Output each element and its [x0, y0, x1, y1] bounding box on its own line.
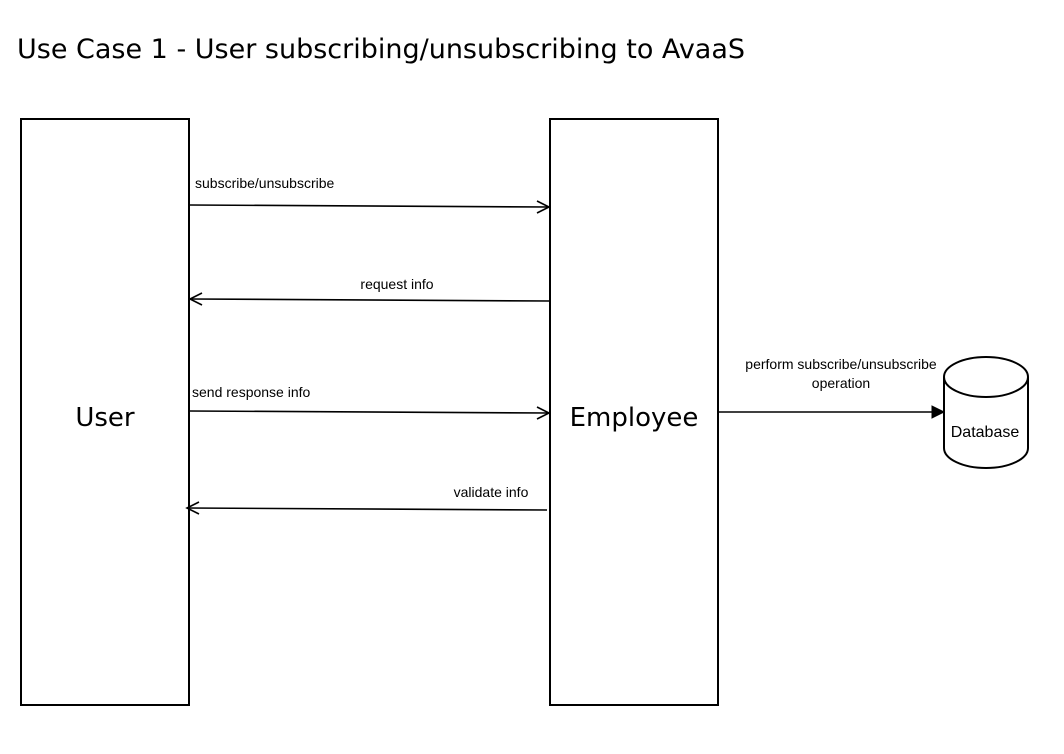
- database-icon[interactable]: Database: [943, 356, 1029, 469]
- arrowhead-filled-icon: [931, 405, 946, 419]
- employee-box[interactable]: [549, 118, 719, 706]
- message-subscribe-label: subscribe/unsubscribe: [195, 175, 335, 191]
- message-send-response-line: [188, 410, 550, 414]
- message-request-info[interactable]: request info: [188, 276, 551, 306]
- arrowhead-open-icon: [536, 200, 551, 214]
- message-perform-operation-label-line2: operation: [812, 375, 870, 391]
- message-perform-operation[interactable]: perform subscribe/unsubscribe operation: [718, 356, 946, 419]
- message-validate-info[interactable]: validate info: [185, 484, 548, 515]
- message-perform-operation-label-line1: perform subscribe/unsubscribe: [745, 356, 937, 372]
- message-send-response[interactable]: send response info: [188, 384, 551, 420]
- arrowhead-open-icon: [188, 292, 203, 306]
- message-request-info-line: [189, 298, 551, 302]
- message-subscribe[interactable]: subscribe/unsubscribe: [188, 175, 551, 214]
- user-label: User: [75, 403, 135, 433]
- arrowhead-open-icon: [536, 406, 551, 420]
- database-label: Database: [951, 424, 1020, 441]
- message-send-response-label: send response info: [192, 384, 311, 400]
- database-cylinder-body: [943, 377, 1029, 469]
- user-box[interactable]: [20, 118, 190, 706]
- employee-label: Employee: [570, 403, 699, 433]
- database-cylinder-top: [943, 356, 1029, 398]
- message-validate-info-label: validate info: [454, 484, 529, 500]
- employee-actor[interactable]: Employee: [549, 118, 719, 706]
- user-actor[interactable]: User: [20, 118, 190, 706]
- arrowhead-open-icon: [185, 501, 200, 515]
- message-subscribe-line: [188, 204, 550, 208]
- message-validate-info-line: [186, 507, 548, 511]
- message-request-info-label: request info: [360, 276, 433, 292]
- page-title: Use Case 1 - User subscribing/unsubscrib…: [17, 34, 746, 65]
